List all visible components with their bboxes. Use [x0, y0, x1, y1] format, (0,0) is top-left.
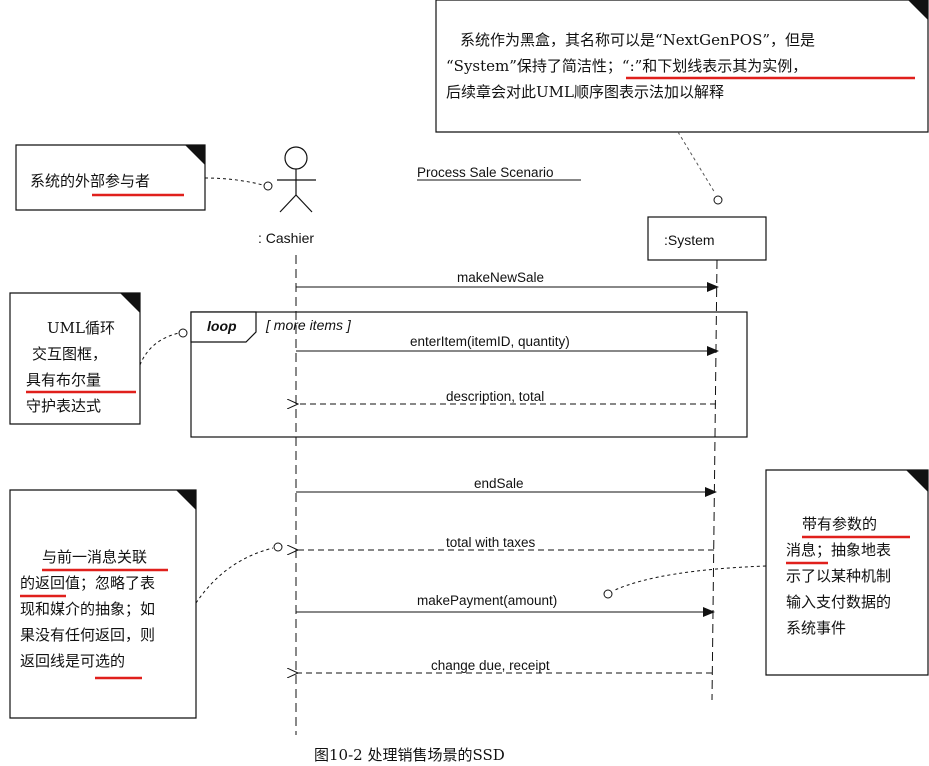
param-note-line-2: 消息；抽象地表: [786, 541, 891, 559]
system-lifeline-head: :System: [647, 216, 767, 261]
diagram-title: Process Sale Scenario: [417, 165, 554, 180]
loop-note-line-1: UML循环: [47, 319, 115, 337]
return-note-line-3: 现和媒介的抽象；如: [20, 600, 155, 618]
message-make-new-sale: makeNewSale: [296, 270, 719, 292]
return-note-line-5: 返回线是可选的: [20, 652, 125, 670]
note-connector: [139, 332, 180, 366]
parameter-message-note: 带有参数的 消息；抽象地表 示了以某种机制 输入支付数据的 系统事件: [603, 469, 929, 676]
param-note-line-3: 示了以某种机制: [786, 567, 891, 585]
message-description-total: description, total: [298, 389, 716, 404]
note-anchor: [713, 195, 723, 205]
system-lifeline: [711, 259, 718, 701]
param-note-line-5: 系统事件: [786, 619, 846, 637]
loop-note-line-3: 具有布尔量: [26, 371, 101, 389]
system-label: :System: [664, 232, 715, 248]
note-anchor: [178, 328, 188, 338]
message-label: change due, receipt: [431, 658, 550, 673]
note-connector: [204, 177, 264, 186]
loop-note: UML循环 交互图框， 具有布尔量 守护表达式: [9, 292, 188, 425]
message-enter-item: enterItem(itemID, quantity): [296, 334, 719, 356]
loop-note-line-4: 守护表达式: [26, 397, 101, 415]
message-label: description, total: [446, 389, 544, 404]
message-label: makeNewSale: [457, 270, 544, 285]
system-note-line-1: 系统作为黑盒，其名称可以是“NextGenPOS”，但是: [460, 31, 815, 49]
actor-icon: [284, 146, 308, 170]
message-change-due-receipt: change due, receipt: [298, 658, 712, 673]
message-label: total with taxes: [446, 535, 536, 550]
actor-note: 系统的外部参与者: [15, 144, 273, 211]
return-note-line-2: 的返回值；忽略了表: [20, 574, 155, 592]
note-anchor: [603, 589, 613, 599]
cashier-actor: [277, 146, 316, 213]
loop-fragment: loop [ more items ]: [190, 311, 748, 438]
note-anchor: [263, 181, 273, 191]
cashier-label: : Cashier: [258, 230, 314, 246]
param-note-line-1: 带有参数的: [802, 515, 877, 533]
note-connector: [677, 131, 716, 194]
message-make-payment: makePayment(amount): [296, 593, 715, 617]
note-anchor: [273, 542, 283, 552]
message-end-sale: endSale: [296, 476, 717, 497]
message-label: enterItem(itemID, quantity): [410, 334, 570, 349]
system-note-line-2: “System”保持了简洁性；“:”和下划线表示其为实例，: [446, 57, 807, 75]
message-label: makePayment(amount): [417, 593, 557, 608]
param-note-line-4: 输入支付数据的: [786, 593, 891, 611]
note-connector: [195, 547, 274, 604]
message-total-with-taxes: total with taxes: [298, 535, 714, 550]
actor-note-text: 系统的外部参与者: [30, 172, 150, 190]
figure-caption: 图10-2 处理销售场景的SSD: [314, 746, 505, 764]
loop-guard: [ more items ]: [265, 317, 352, 333]
return-note-line-1: 与前一消息关联: [42, 548, 147, 566]
return-note-line-4: 果没有任何返回，则: [20, 626, 155, 644]
return-value-note: 与前一消息关联 的返回值；忽略了表 现和媒介的抽象；如 果没有任何返回，则 返回…: [9, 489, 283, 719]
system-note: 系统作为黑盒，其名称可以是“NextGenPOS”，但是 “System”保持了…: [435, 0, 929, 205]
system-note-line-3: 后续章会对此UML顺序图表示法加以解释: [446, 83, 724, 101]
message-label: endSale: [474, 476, 524, 491]
note-connector: [614, 565, 767, 591]
loop-note-line-2: 交互图框，: [32, 345, 107, 363]
loop-operator: loop: [207, 318, 237, 334]
